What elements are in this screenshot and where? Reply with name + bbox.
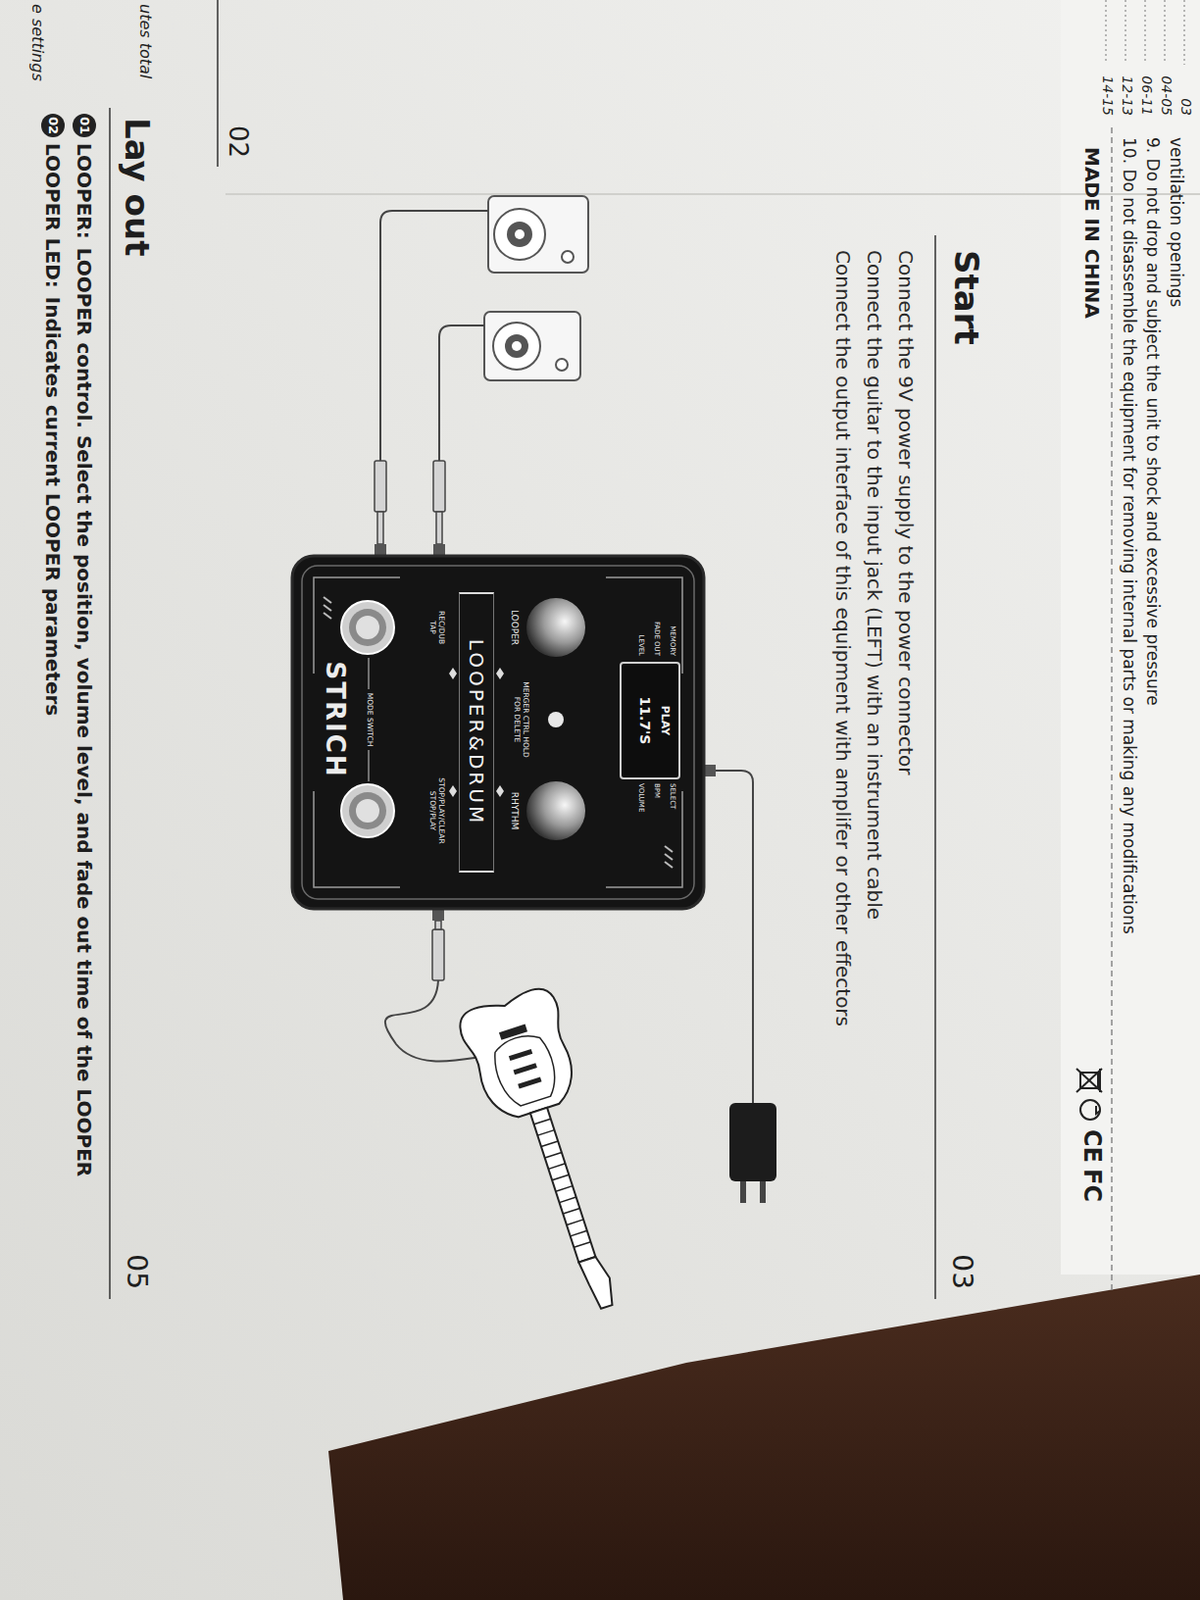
switch-label: MODE SWITCH: [364, 670, 374, 769]
instruction-step: Connect the output interface of this equ…: [831, 250, 855, 1027]
certification-mark: CE: [1077, 1129, 1106, 1163]
footswitch-label: STOP/PLAY/CLEAR STOP/PLAY: [428, 769, 446, 852]
power-adapter: [729, 1102, 777, 1203]
product-banner: LOOPER&DRUM: [458, 592, 495, 873]
toc-page-number: 04-05: [1157, 75, 1175, 116]
page-number: 05: [119, 1253, 153, 1290]
footswitch-label: REC/DUB TAP: [428, 604, 446, 650]
toc-page-number: 12-13: [1118, 75, 1136, 116]
pedal: MEMORY FADE OUT LEVEL SELECT BPM VOLUME LOOPER…: [292, 555, 704, 909]
item-name: LOOPER LED:: [41, 143, 65, 289]
display-time: 11.7'S: [636, 663, 653, 778]
display-label: VOLUME: [637, 783, 646, 833]
callout-number: 01: [72, 113, 97, 138]
toc-leaders: [1105, 0, 1185, 65]
brand-logo: STRICH: [319, 621, 350, 818]
display-label: MEMORY: [668, 606, 677, 656]
safety-note: ventilation openings: [1166, 137, 1187, 307]
item-description: LOOPER control. Select the position, vol…: [72, 248, 97, 1178]
lcd-display: PLAY 11.7'S: [619, 661, 681, 780]
page-number: 02: [222, 125, 253, 158]
cut-text: e settings: [28, 3, 48, 82]
knob-label: LOOPER: [509, 588, 520, 667]
cut-line: [1110, 127, 1113, 1295]
header-rule: [108, 107, 111, 1300]
toc-page-number: 14-15: [1099, 75, 1116, 116]
paper-layer: [1060, 0, 1200, 1275]
toc-page-number: 03: [1177, 98, 1195, 116]
section-heading: Lay out: [116, 117, 157, 256]
layout-row: LOOPER LED: Indicates current LOOPER para…: [41, 143, 65, 716]
knob-label: RHYTHM: [509, 771, 520, 850]
layout-row: LOOPER: LOOPER control. Select the positi…: [72, 143, 97, 1177]
callout-number: 02: [41, 113, 65, 138]
safety-note: 10. Do not disassemble the equipment for…: [1119, 137, 1140, 935]
safety-note: 9. Do not drop and subject the unit to s…: [1143, 137, 1163, 706]
fold-line: [225, 193, 1200, 196]
instruction-step: Connect the guitar to the input jack (LE…: [862, 250, 887, 920]
compliance-icons: [1076, 1068, 1102, 1120]
guitar: [454, 984, 650, 1324]
header-rule: [934, 235, 937, 1300]
certification-mark: FC: [1077, 1168, 1106, 1202]
led-label: MERGER CTRL HOLD FOR DELETE: [512, 681, 530, 758]
speaker: [488, 196, 589, 273]
instruction-step: Connect the 9V power supply to the power…: [894, 250, 918, 775]
page-number: 03: [945, 1253, 979, 1290]
product-name: LOOPER&DRUM: [459, 594, 494, 871]
callout-number: 02: [41, 113, 65, 138]
table-surface: [328, 1274, 1200, 1600]
display-label: SELECT: [668, 783, 677, 833]
display-label: LEVEL: [637, 606, 646, 656]
origin-mark: MADE IN CHINA: [1080, 147, 1104, 319]
display-label: FADE OUT: [652, 606, 661, 656]
cut-text: utes total: [136, 3, 155, 79]
speaker: [484, 311, 581, 381]
callout-number: 01: [72, 113, 97, 138]
display-label: BPM: [652, 783, 661, 833]
header-rule: [216, 0, 219, 167]
section-heading: Start: [946, 250, 987, 346]
item-description: Indicates current LOOPER parameters: [41, 297, 65, 717]
toc-page-number: 06-11: [1138, 75, 1155, 116]
item-name: LOOPER:: [72, 143, 97, 240]
display-status: PLAY: [658, 663, 672, 778]
pedal-body: [292, 544, 716, 921]
